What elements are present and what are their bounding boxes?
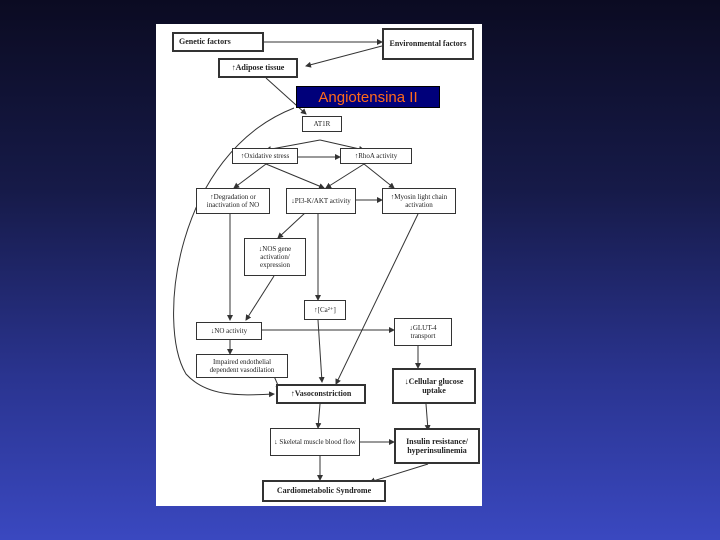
calcium-box: ↑[Ca²⁺] <box>304 300 346 320</box>
arrow-cellular-to-insulin <box>424 403 431 431</box>
arrow-nos-to-no <box>245 275 275 321</box>
flowchart-panel: Genetic factors Environmental factors ↑A… <box>156 24 482 506</box>
at1r-box: AT1R <box>302 116 342 132</box>
genetic-factors-box: Genetic factors <box>172 32 264 52</box>
arrow-insulin-to-cardiometabolic <box>369 463 429 484</box>
rhoa-activity-box: ↑RhoA activity <box>340 148 412 164</box>
vasoconstriction-box: ↑Vasoconstriction <box>276 384 366 404</box>
arrow-adipose-to-at1r <box>265 77 307 115</box>
arrow-pi3k-to-nos <box>277 211 307 239</box>
arrow-environmental-to-adipose <box>305 45 383 68</box>
arrow-oxidative-to-degradation <box>233 163 267 189</box>
arrow-curve-to-vasoconstriction <box>173 107 295 398</box>
nos-gene-box: ↓NOS gene activation/ expression <box>244 238 306 276</box>
arrow-myosin-to-vasoconstriction <box>335 213 419 385</box>
flowchart-connectors <box>173 39 431 484</box>
impaired-endothelial-box: Impaired endothelial dependent vasodilat… <box>196 354 288 378</box>
arrow-rhoa-to-pi3k <box>325 163 365 189</box>
insulin-resistance-box: Insulin resistance/ hyperinsulinemia <box>394 428 480 464</box>
no-activity-box: ↓NO activity <box>196 322 262 340</box>
degradation-no-box: ↑Degradation or inactivation of NO <box>196 188 270 214</box>
adipose-tissue-box: ↑Adipose tissue <box>218 58 298 78</box>
arrow-oxidative-to-pi3k <box>265 163 325 189</box>
cellular-glucose-box: ↓Cellular glucose uptake <box>392 368 476 404</box>
skeletal-muscle-box: ↓ Skeletal muscle blood flow <box>270 428 360 456</box>
environmental-factors-box: Environmental factors <box>382 28 474 60</box>
arrow-rhoa-to-myosin <box>363 163 395 189</box>
pi3k-akt-box: ↓PI3-K/AKT activity <box>286 188 356 214</box>
glut4-box: ↓GLUT-4 transport <box>394 318 452 346</box>
arrow-calcium-to-vasoconstriction <box>317 319 325 383</box>
angiotensin-ii-label: Angiotensina II <box>296 86 440 108</box>
arrow-vasoconstriction-to-skeletal <box>315 403 322 429</box>
oxidative-stress-box: ↑Oxidative stress <box>232 148 298 164</box>
cardiometabolic-syndrome-box: Cardiometabolic Syndrome <box>262 480 386 502</box>
myosin-light-chain-box: ↑Myosin light chain activation <box>382 188 456 214</box>
